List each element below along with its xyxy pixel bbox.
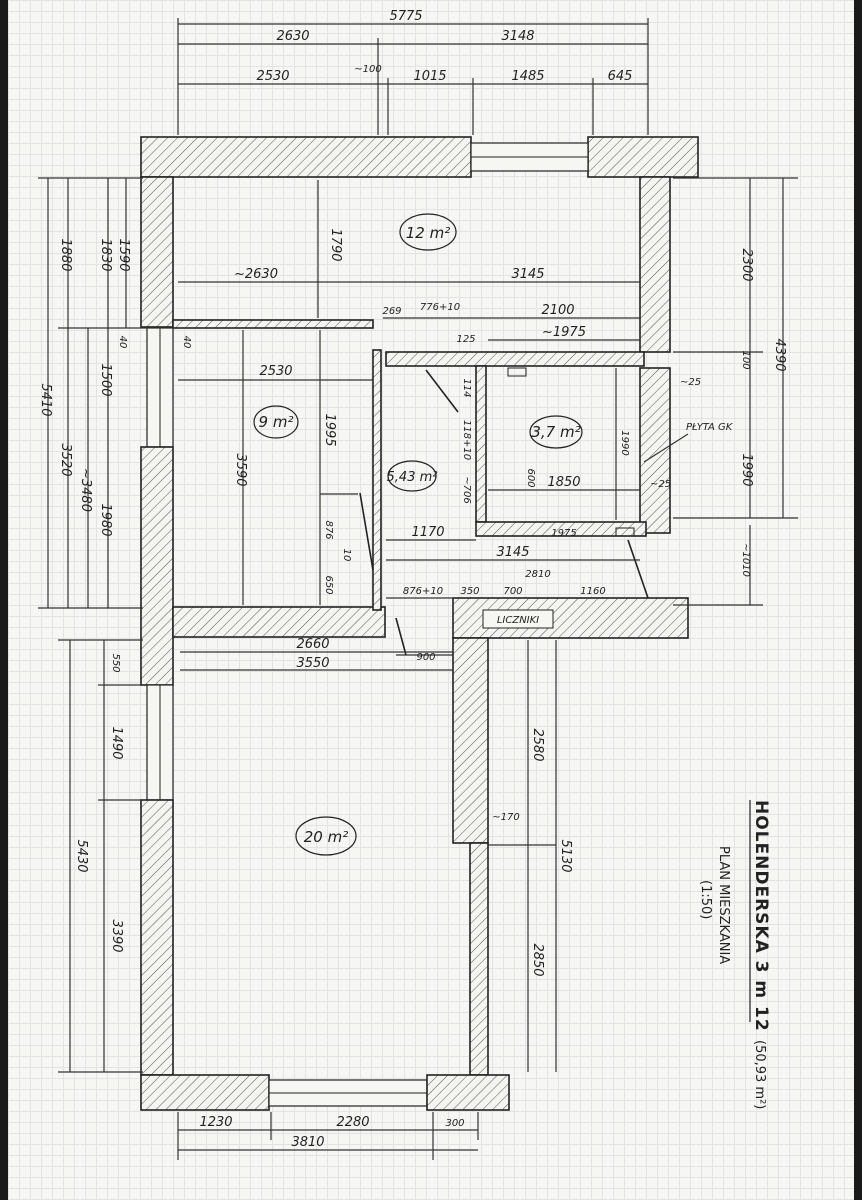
dim-r1-height: 1790	[328, 228, 343, 261]
dim-c-3145: 3145	[496, 545, 529, 560]
room-9-label: 9 m²	[259, 413, 294, 431]
dim-c-2810: 2810	[525, 569, 550, 580]
liczniki-label: LICZNIKI	[497, 615, 539, 626]
dim-c-1850: 1850	[547, 475, 580, 490]
dim-c-700: 700	[503, 586, 522, 597]
dim-l-3520: 3520	[58, 443, 73, 476]
dim-r-25b: ~25	[650, 479, 671, 490]
dim-l-1880: 1880	[58, 238, 73, 271]
room-20-label: 20 m²	[304, 828, 348, 846]
plan-area: (50,93 m²)	[752, 1040, 767, 1109]
dim-c-350: 350	[460, 586, 479, 597]
dim-r1-width-a: ~2630	[234, 267, 278, 282]
dim-c-1160: 1160	[580, 586, 605, 597]
dim-b-650: 650	[323, 575, 334, 594]
dim-r-100: 100	[740, 350, 751, 369]
dim-top-total: 5775	[389, 9, 422, 24]
dim-r-25a: ~25	[680, 377, 701, 388]
dim-c-1990: 1990	[619, 430, 630, 455]
dim-b-3590: 3590	[233, 453, 248, 486]
room-12-label: 12 m²	[406, 224, 450, 242]
dim-bt-300: 300	[445, 1118, 464, 1129]
dim-top-a: 2630	[276, 29, 309, 44]
plan-scale: (1:50)	[698, 880, 713, 919]
dim-b-2530: 2530	[259, 364, 292, 379]
dim-l-1590: 1590	[116, 238, 131, 271]
dim-c-876b: 876+10	[403, 586, 443, 597]
dim-b-1995: 1995	[322, 413, 337, 446]
plyta-gk-label: PŁYTA GK	[686, 422, 734, 433]
dim-d-2580: 2580	[530, 728, 545, 761]
dim-d-550: 550	[110, 653, 121, 672]
plan-subtitle: PLAN MIESZKANIA	[716, 846, 731, 964]
dimension-labels: 5775 2630 3148 2530 ~100 1015 1485 645 ~…	[38, 9, 787, 1150]
walls	[140, 136, 699, 1111]
dim-l-40b: 40	[181, 336, 192, 349]
dim-r1-width-b: 3145	[511, 267, 544, 282]
dim-l-1980: 1980	[98, 503, 113, 536]
dim-b-10: 10	[341, 549, 352, 562]
dim-d-2850: 2850	[530, 943, 545, 976]
dim-top-b: 3148	[501, 29, 534, 44]
dim-top-c1: 2530	[256, 69, 289, 84]
dimension-lines	[38, 18, 798, 1160]
dim-l-1830: 1830	[98, 238, 113, 271]
floor-plan-sheet: 12 m² 9 m² 5,43 m² 3,7 m² 20 m² PŁYTA GK…	[8, 0, 854, 1200]
room-5-label: 5,43 m²	[387, 470, 438, 485]
dim-d-5430: 5430	[74, 839, 89, 872]
dim-c-600: 600	[525, 468, 536, 487]
dim-bt-2280: 2280	[336, 1115, 369, 1130]
dim-b-876: 876	[323, 520, 334, 539]
dim-c-706: ~706	[461, 476, 472, 503]
doors	[359, 367, 649, 656]
dim-r-4390: 4390	[772, 338, 787, 371]
dim-d-1490: 1490	[109, 726, 124, 759]
dim-l-40a: 40	[117, 336, 128, 349]
dim-r-1990: 1990	[739, 453, 754, 486]
dim-c-125: 125	[456, 334, 475, 345]
room-37-label: 3,7 m²	[531, 423, 580, 441]
dim-bt-1230: 1230	[199, 1115, 232, 1130]
dim-d-2660: 2660	[296, 637, 329, 652]
dim-r-2300: 2300	[739, 248, 754, 281]
dim-c-1975b: 1975	[551, 528, 576, 539]
dim-c-1170: 1170	[411, 525, 444, 540]
dim-top-c2: ~100	[354, 64, 381, 75]
plan-title: HOLENDERSKA 3 m 12	[751, 800, 771, 1032]
title-block: HOLENDERSKA 3 m 12 (50,93 m²) PLAN MIESZ…	[698, 800, 771, 1109]
dim-top-c5: 645	[608, 69, 633, 84]
dim-c-269: 269	[382, 306, 401, 317]
dim-c-118: 118+10	[461, 420, 472, 460]
dim-l-5410: 5410	[38, 383, 53, 416]
dim-c-2100: 2100	[541, 303, 574, 318]
dim-l-3480: ~3480	[78, 468, 93, 512]
dim-c-900: 900	[416, 652, 435, 663]
room-labels: 12 m² 9 m² 5,43 m² 3,7 m² 20 m²	[253, 213, 583, 856]
dim-l-1500: 1500	[98, 363, 113, 396]
dim-top-c3: 1015	[413, 69, 446, 84]
dim-d-170: ~170	[492, 812, 519, 823]
floor-plan-drawing: 12 m² 9 m² 5,43 m² 3,7 m² 20 m² PŁYTA GK…	[38, 9, 798, 1160]
dim-c-776: 776+10	[420, 302, 460, 313]
dim-bt-3810: 3810	[291, 1135, 324, 1150]
dim-d-3390: 3390	[109, 919, 124, 952]
dim-d-3550: 3550	[296, 656, 329, 671]
dim-d-5130: 5130	[558, 839, 573, 872]
dim-c-1975a: ~1975	[542, 325, 586, 340]
dim-top-c4: 1485	[511, 69, 544, 84]
dim-c-114: 114	[461, 378, 472, 397]
dim-r-1010: ~1010	[740, 543, 751, 577]
